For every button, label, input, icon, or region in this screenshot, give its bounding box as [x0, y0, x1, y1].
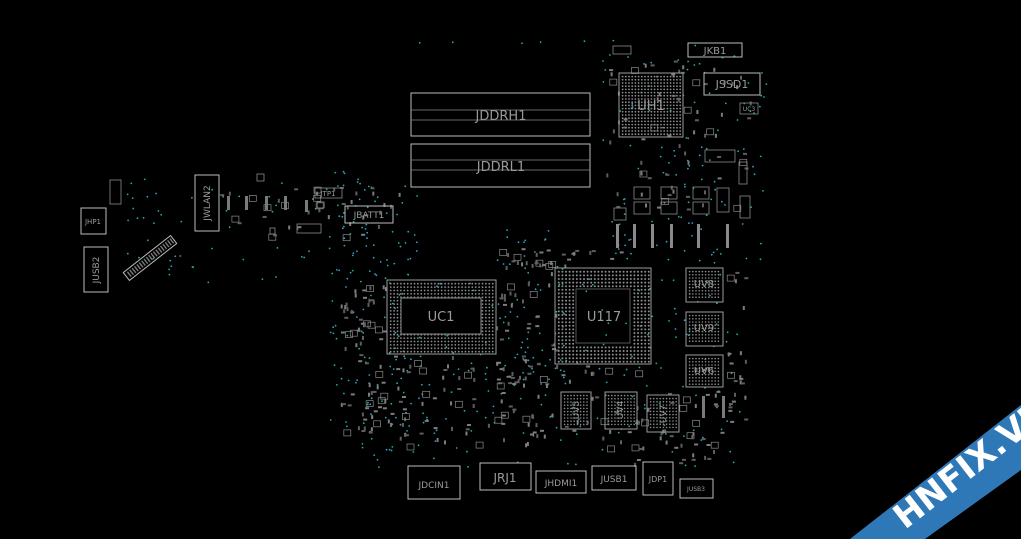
connector-jssd1[interactable] [703, 72, 761, 96]
label-jbatt1: JBATT1 [353, 211, 385, 221]
bga-u117-balls [557, 270, 650, 363]
label-jddrh1: JDDRH1 [475, 109, 527, 124]
label-uv6: UV6 [694, 366, 715, 377]
label-jwlan2: JWLAN2 [203, 185, 213, 221]
inductor-bars [616, 224, 729, 418]
chip-uv7[interactable] [646, 394, 680, 433]
label-u117: U117 [587, 310, 621, 325]
connector-jdp1[interactable] [642, 461, 674, 496]
small-connector-mid[interactable] [296, 223, 322, 234]
connector-jrj1[interactable] [479, 462, 532, 491]
slot-jddrh1[interactable] [410, 92, 591, 137]
chip-uv5[interactable] [560, 391, 592, 430]
connector-jdcin1[interactable] [407, 465, 461, 500]
label-jkb1: JKB1 [703, 46, 727, 57]
label-jtp1: JTP1 [319, 190, 335, 198]
chip-uv4[interactable] [604, 391, 638, 430]
top-right-parts [613, 149, 751, 221]
label-jssd1: JSSD1 [715, 78, 749, 91]
chip-uv8[interactable] [685, 267, 724, 303]
left-small-parts [227, 173, 308, 235]
label-jhdmi1: JHDMI1 [544, 479, 578, 489]
connector-jusb1[interactable] [591, 465, 637, 491]
small-connector-left[interactable] [109, 179, 122, 205]
chip-uc1[interactable] [386, 279, 497, 355]
slot-jddrl1[interactable] [410, 143, 591, 188]
chip-uh1[interactable] [618, 72, 684, 138]
chip-uc3[interactable] [739, 102, 759, 115]
label-uc1: UC1 [428, 310, 455, 325]
label-jusb3: JUSB3 [686, 486, 705, 493]
bga-uh1-balls [621, 75, 682, 136]
watermark-brand: HNFIX.VN [850, 391, 1021, 539]
label-uv5: UV5 [572, 401, 582, 419]
uc1-die [400, 297, 482, 335]
chip-u117[interactable] [554, 267, 652, 365]
label-jusb2: JUSB2 [92, 257, 102, 285]
small-connector-top[interactable] [612, 45, 632, 55]
connector-jhdmi1[interactable] [535, 470, 587, 494]
connector-jbatt1[interactable] [344, 205, 394, 224]
connector-jusb2[interactable] [83, 246, 109, 293]
label-jusb1: JUSB1 [600, 475, 628, 485]
label-uv8: UV8 [694, 279, 715, 290]
chip-uv6[interactable] [685, 354, 724, 388]
connector-jtp1[interactable] [314, 187, 343, 199]
label-uh1: UH1 [637, 99, 665, 114]
label-uv4: UV4 [616, 400, 626, 419]
label-jdcin1: JDCIN1 [418, 481, 450, 491]
chip-uv9[interactable] [685, 311, 724, 347]
label-uv7: UV7 [659, 405, 669, 423]
label-uv9: UV9 [694, 323, 715, 334]
label-jhp1: JHP1 [84, 218, 101, 226]
connector-m2-angled[interactable] [122, 234, 178, 282]
label-jdp1: JDP1 [648, 475, 667, 484]
connector-jwlan2[interactable] [194, 174, 220, 232]
connector-jusb3[interactable] [679, 478, 714, 499]
watermark-band [850, 405, 1021, 539]
label-jrj1: JRJ1 [492, 471, 516, 485]
label-uc3: UC3 [743, 106, 756, 113]
connector-jkb1[interactable] [687, 42, 743, 58]
jack-jhp1[interactable] [80, 207, 107, 235]
label-jddrl1: JDDRL1 [476, 160, 525, 175]
